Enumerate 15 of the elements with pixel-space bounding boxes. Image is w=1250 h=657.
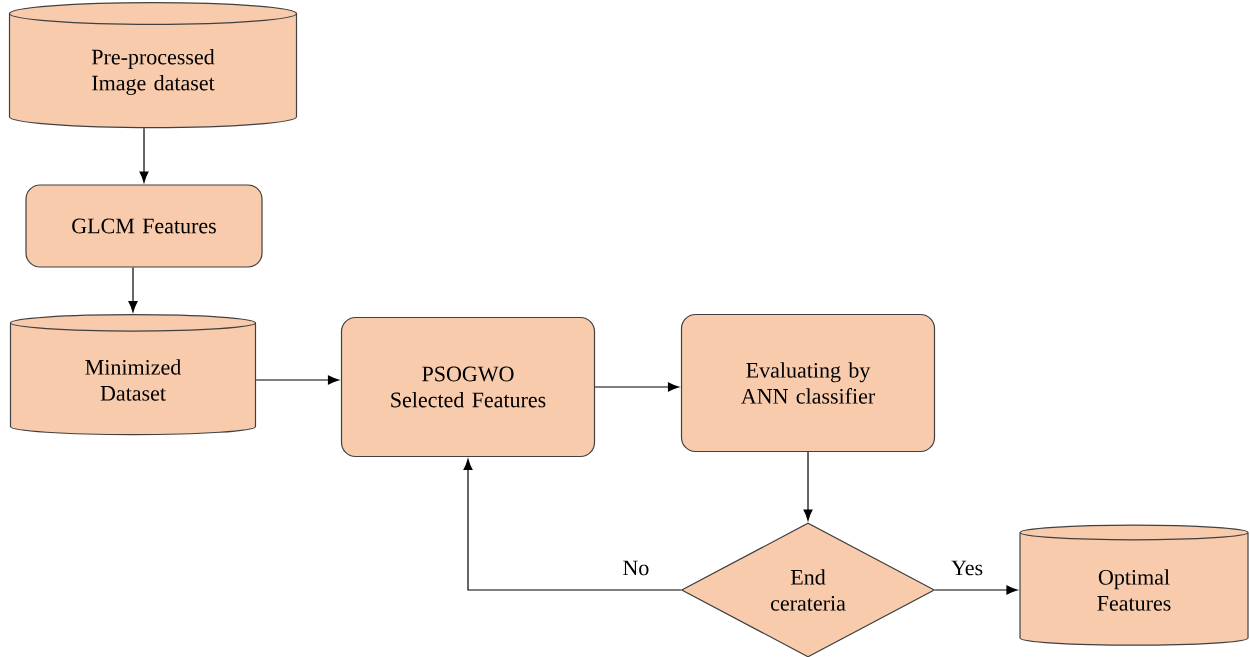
arrow bbox=[255, 375, 340, 385]
process-box: GLCM Features bbox=[25, 184, 263, 268]
database-cylinder: Optimal Features bbox=[1019, 524, 1249, 646]
arrow bbox=[594, 382, 680, 392]
arrow bbox=[463, 458, 682, 591]
edge-label: No bbox=[620, 558, 652, 578]
process-box: Evaluating by ANN classifier bbox=[680, 313, 936, 453]
arrow bbox=[128, 267, 138, 313]
arrow bbox=[139, 127, 149, 183]
arrow bbox=[803, 451, 813, 521]
database-cylinder: Minimized Dataset bbox=[9, 314, 257, 436]
database-cylinder: Pre-processed Image dataset bbox=[8, 2, 298, 129]
arrow bbox=[934, 585, 1018, 595]
edge-label: Yes bbox=[949, 558, 986, 578]
process-box: PSOGWO Selected Features bbox=[340, 316, 596, 458]
